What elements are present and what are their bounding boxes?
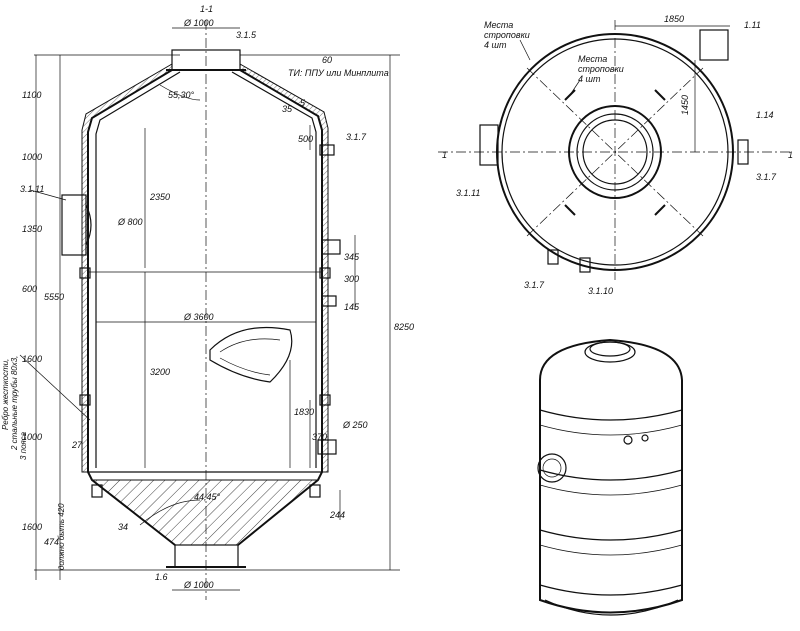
label-mesta5: строповки [578,64,624,74]
label-315: 3.1.5 [236,30,257,40]
section-mark-left: 1 [442,150,447,160]
label-mesta3: 4 шт [484,40,507,50]
label-317a: 3.1.7 [346,132,367,142]
insulation-right [239,63,329,473]
dim-8250: 8250 [394,322,414,332]
dim-1000a: 1000 [22,152,42,162]
dim-1000b: 1000 [22,432,42,442]
top-view [438,20,790,280]
label-insulation: ТИ: ППУ или Минплита [288,68,389,78]
section-dimensions [19,27,400,591]
dim-3200: 3200 [150,367,170,377]
dim-34: 34 [118,522,128,532]
dim-244: 244 [329,510,345,520]
label-mesta4: Места [578,54,607,64]
label-mesta2: строповки [484,30,530,40]
dim-d1000-top: Ø 1000 [183,18,214,28]
dim-d1000-bot: Ø 1000 [183,580,214,590]
iso-side-flange [537,453,567,483]
dim-1100: 1100 [22,90,41,100]
label-rib2: 2 стальные трубы 80х3, [10,356,19,451]
label-dolzhno: должно быть 420 [57,503,66,570]
label-317b: 3.1.7 [756,172,777,182]
dim-1350: 1350 [22,224,42,234]
section-mark-right: 1 [788,150,793,160]
label-114: 1.14 [756,110,774,120]
left-nozzle [61,194,87,256]
dim-345: 345 [344,252,360,262]
dim-2350: 2350 [149,192,170,202]
label-3111b: 3.1.11 [456,188,480,198]
dim-1450: 1450 [680,95,690,115]
label-16: 1.6 [155,572,168,582]
dim-d250: Ø 250 [342,420,368,430]
section-label: 1-1 [200,4,213,14]
label-rib1: Ребро жесткости, [1,359,10,430]
label-3110: 3.1.10 [588,286,613,296]
isometric-view [537,338,683,616]
left-nozzle-top [479,124,499,166]
dim-500: 500 [298,134,313,144]
dim-d800: Ø 800 [117,217,143,227]
dim-1850: 1850 [664,14,684,24]
label-111: 1.11 [744,20,761,30]
bottom-fill-hatch [90,479,320,546]
dim-1600a: 1600 [22,354,42,364]
section-view [61,20,341,600]
dim-35: 35 [282,104,293,114]
dim-370: 370 [312,432,327,442]
right-bottom-nozzle [317,439,337,455]
bottom-nozzle [174,544,239,568]
dim-145: 145 [344,302,360,312]
label-317c: 3.1.7 [524,280,545,290]
label-3111a: 3.1.11 [20,184,44,194]
dim-5: 5 [300,98,306,108]
left-shell-outer [87,69,173,472]
label-rib3: 3 пояса [19,431,28,460]
angle-5530: 55,30° [168,90,195,100]
section-texts: 1-1 Ø 1000 3.1.5 60 ТИ: ППУ или Минплита… [1,4,414,590]
dim-300: 300 [344,274,359,284]
angle-4445: 44,45° [194,492,221,502]
dim-d3600: Ø 3600 [183,312,214,322]
top-view-texts: 1850 1450 Места строповки 4 шт Места стр… [442,14,793,296]
label-60: 60 [322,55,332,65]
vessel-body-iso [539,338,683,614]
internal-inlet [209,326,293,383]
dim-1600b: 1600 [22,522,42,532]
nozzle-111 [699,29,729,61]
dim-5550: 5550 [44,292,64,302]
label-mesta1: Места [484,20,513,30]
dim-27: 27 [71,440,83,450]
right-nozzle-top [737,139,749,165]
dim-474: 474 [44,537,59,547]
label-mesta6: 4 шт [578,74,601,84]
dim-600: 600 [22,284,37,294]
dim-1830: 1830 [294,407,314,417]
